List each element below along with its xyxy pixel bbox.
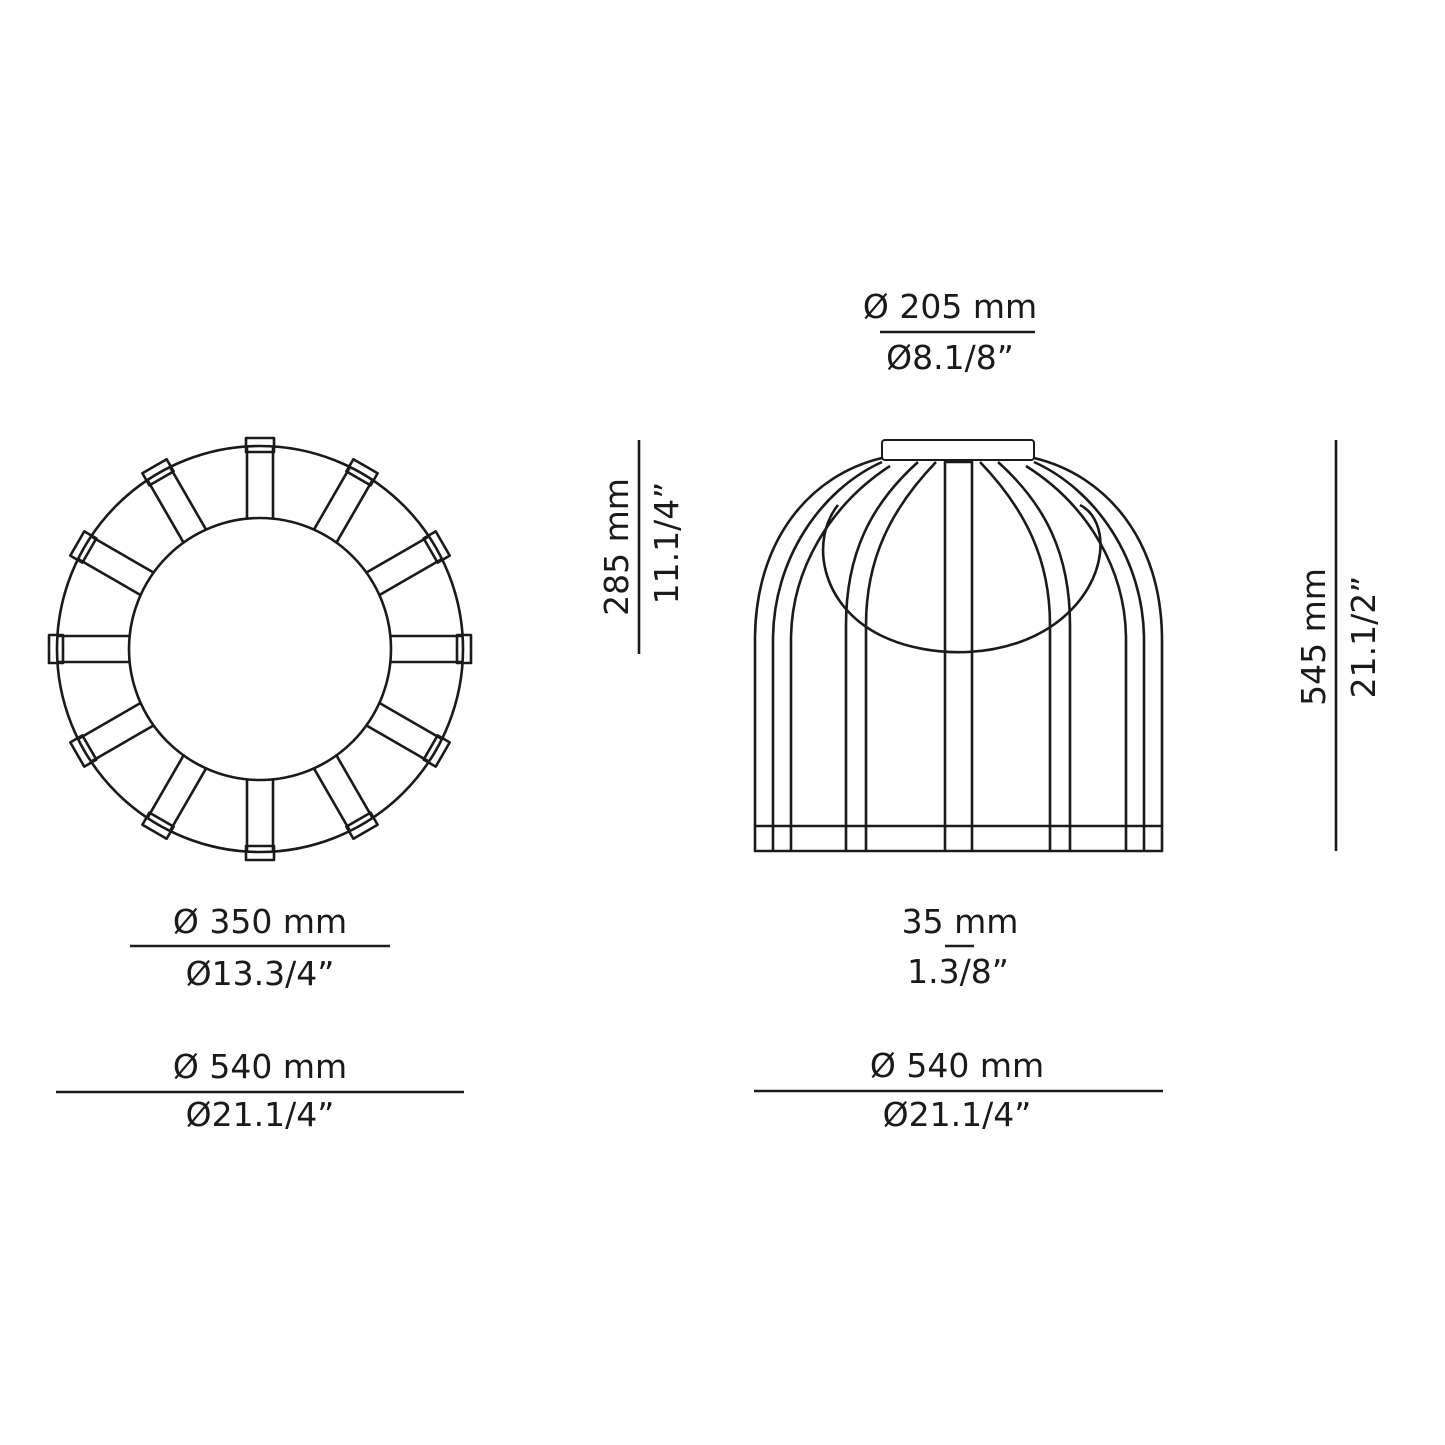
globe-height-mm: 285 mm	[597, 478, 636, 616]
radial-straps	[47, 436, 473, 862]
strap-outer-right	[1033, 460, 1146, 851]
top-view	[47, 436, 473, 862]
total-height-in: 21.1/2”	[1344, 576, 1383, 699]
top-inner-diameter-mm: Ø 350 mm	[173, 902, 347, 941]
top-cap	[881, 439, 1035, 461]
radial-strap	[244, 780, 276, 862]
strap-tab	[47, 633, 65, 665]
strap-center	[943, 460, 974, 851]
strap-body	[391, 634, 463, 664]
cage-straps	[771, 460, 1146, 851]
strap-tab	[244, 436, 276, 454]
strap-inner-right	[997, 461, 1072, 851]
radial-strap	[313, 755, 379, 841]
strap-outer-right-inner	[1025, 464, 1128, 851]
inner-opening	[127, 516, 393, 782]
top-outer-diameter-mm: Ø 540 mm	[173, 1047, 347, 1086]
strap-body	[313, 755, 374, 832]
radial-strap	[366, 702, 452, 768]
top-cap-dimension: Ø 205 mm Ø8.1/8”	[863, 287, 1037, 377]
strap-tab	[141, 457, 175, 487]
strap-tab	[422, 530, 452, 564]
total-height-mm: 545 mm	[1294, 568, 1333, 706]
side-outer-dimension: Ø 540 mm Ø21.1/4”	[754, 1046, 1163, 1134]
strap-tab	[68, 530, 98, 564]
top-outer-dimension: Ø 540 mm Ø21.1/4”	[56, 1047, 464, 1134]
strap-tab	[345, 811, 379, 841]
radial-strap	[244, 436, 276, 518]
opal-globe	[821, 503, 1102, 654]
strap-outer-left-inner	[789, 464, 891, 851]
radial-strap	[141, 755, 207, 841]
side-outer-diameter-mm: Ø 540 mm	[870, 1046, 1044, 1085]
strap-inner-left	[844, 461, 919, 851]
strap-body	[57, 634, 129, 664]
strap-body	[245, 446, 275, 518]
radial-strap	[141, 457, 207, 543]
top-inner-dimension: Ø 350 mm Ø13.3/4”	[130, 902, 390, 993]
strap-width-in: 1.3/8”	[907, 952, 1009, 991]
top-outer-diameter-in: Ø21.1/4”	[186, 1095, 335, 1134]
strap-body	[77, 535, 154, 596]
strap-tab	[68, 734, 98, 768]
radial-strap	[313, 457, 379, 543]
strap-body	[366, 702, 443, 763]
outer-ring	[55, 444, 465, 854]
radial-strap	[47, 633, 129, 665]
strap-tab	[345, 457, 379, 487]
side-view	[753, 439, 1164, 853]
globe-height-dimension: 285 mm 11.1/4”	[597, 440, 686, 654]
side-outer-diameter-in: Ø21.1/4”	[883, 1095, 1032, 1134]
total-height-dimension: 545 mm 21.1/2”	[1294, 440, 1383, 851]
radial-strap	[366, 530, 452, 596]
strap-inner-right-edge	[979, 461, 1052, 851]
strap-body	[77, 702, 154, 763]
strap-body	[146, 755, 207, 832]
strap-tab	[455, 633, 473, 665]
strap-body	[245, 780, 275, 852]
top-inner-diameter-in: Ø13.3/4”	[186, 954, 335, 993]
strap-width-mm: 35 mm	[902, 902, 1019, 941]
strap-body	[366, 535, 443, 596]
strap-tab	[422, 734, 452, 768]
strap-tab	[141, 811, 175, 841]
strap-outer-left	[771, 460, 883, 851]
strap-body	[146, 466, 207, 543]
strap-width-dimension: 35 mm 1.3/8”	[902, 902, 1019, 991]
radial-strap	[391, 633, 473, 665]
radial-strap	[68, 702, 154, 768]
strap-tab	[244, 844, 276, 862]
strap-inner-left-edge	[864, 461, 937, 851]
globe-height-in: 11.1/4”	[647, 482, 686, 605]
top-cap-diameter-in: Ø8.1/8”	[886, 338, 1014, 377]
radial-strap	[68, 530, 154, 596]
strap-body	[313, 466, 374, 543]
top-cap-diameter-mm: Ø 205 mm	[863, 287, 1037, 326]
